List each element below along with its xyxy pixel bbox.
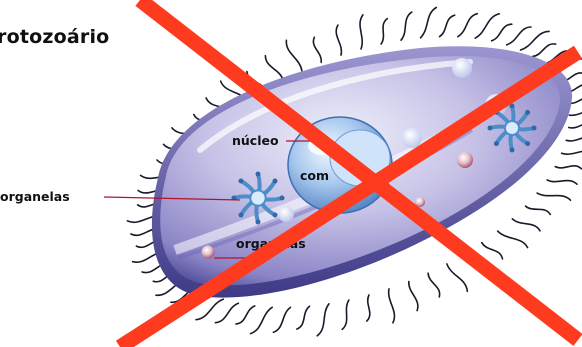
cilium <box>492 24 512 41</box>
cilium <box>537 193 570 200</box>
cilium <box>401 12 412 40</box>
diagram-title: rotozoário <box>0 26 109 48</box>
cilium <box>547 180 577 184</box>
cilium <box>555 166 581 169</box>
cilium <box>265 56 283 80</box>
cilium <box>533 44 556 57</box>
cilium <box>251 307 273 333</box>
cilium <box>421 8 437 38</box>
cilium <box>286 40 302 71</box>
cilium <box>367 295 370 321</box>
label-inner-fragment: com <box>300 168 329 183</box>
cilium <box>566 136 582 140</box>
cilium <box>317 304 329 336</box>
cilium <box>475 14 499 38</box>
star-organelle <box>232 172 285 225</box>
cilium <box>562 151 582 154</box>
label-nucleus: núcleo <box>232 133 279 148</box>
cilium <box>381 19 387 44</box>
label-organelles-left: organelas <box>0 189 70 204</box>
cilium <box>507 27 531 45</box>
cilium <box>297 306 310 329</box>
cilium <box>526 206 551 214</box>
cilium <box>342 300 349 329</box>
cilium <box>458 14 478 37</box>
cilium <box>336 25 341 55</box>
cilium <box>447 264 467 291</box>
cilium <box>215 303 238 323</box>
cilium <box>389 289 395 323</box>
cilium <box>428 273 440 297</box>
cilium <box>409 282 418 311</box>
cilium <box>440 15 455 36</box>
cilium <box>236 306 255 324</box>
cilium <box>273 307 290 332</box>
cilium <box>313 37 321 62</box>
cilium <box>569 123 582 128</box>
cilium <box>569 108 582 116</box>
cilium <box>498 231 528 248</box>
cilium <box>360 15 363 49</box>
cilium <box>512 219 540 231</box>
cilium <box>482 243 503 259</box>
